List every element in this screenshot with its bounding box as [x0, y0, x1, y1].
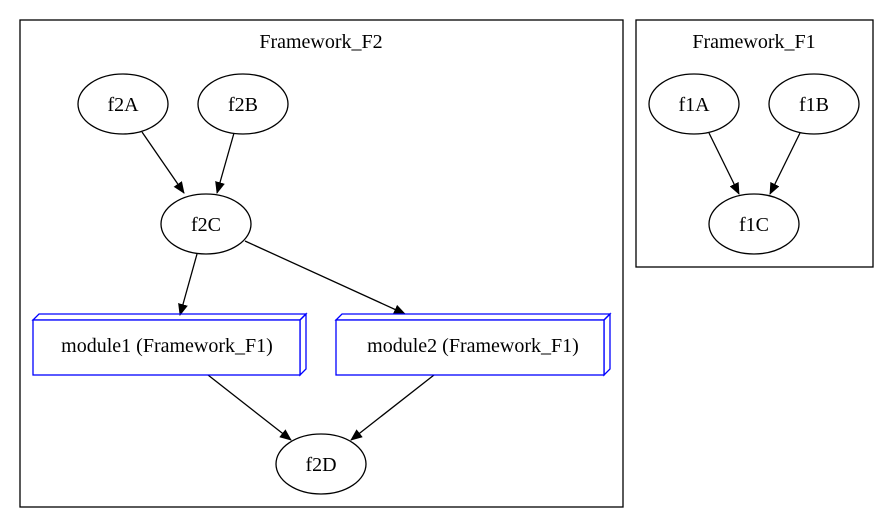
node-label: module2 (Framework_F1) — [367, 335, 579, 357]
edge-module1-f2d — [207, 374, 292, 441]
node-label: f2D — [305, 454, 336, 476]
node-f2d[interactable]: f2D — [275, 433, 367, 495]
cluster-label: Framework_F1 — [692, 31, 815, 53]
node-label: f2B — [228, 94, 258, 116]
node-label: f1A — [678, 94, 710, 116]
node-f1a[interactable]: f1A — [648, 73, 740, 135]
edge-f1a-f1c — [708, 132, 740, 195]
node-label: f1C — [739, 214, 769, 236]
node-label: f2C — [191, 214, 221, 236]
cluster-framework-f1: Framework_F1 — [635, 19, 874, 268]
node-f2a[interactable]: f2A — [77, 73, 169, 135]
node-module2[interactable]: module2 (Framework_F1) — [334, 312, 612, 377]
node-module1[interactable]: module1 (Framework_F1) — [31, 312, 308, 377]
edge-f1b-f1c — [769, 132, 801, 195]
edge-f2c-module2 — [244, 240, 406, 315]
node-label: f1B — [799, 94, 829, 116]
node-f1c[interactable]: f1C — [708, 193, 800, 255]
edge-f2b-f2c — [215, 132, 235, 194]
node-f2b[interactable]: f2B — [197, 73, 289, 135]
node-label: f2A — [107, 94, 139, 116]
edge-module2-f2d — [350, 374, 435, 441]
node-label: module1 (Framework_F1) — [61, 335, 273, 357]
edge-f2a-f2c — [141, 131, 185, 194]
cluster-framework-f2: Framework_F2 — [19, 19, 624, 508]
node-f1b[interactable]: f1B — [768, 73, 860, 135]
edges — [141, 131, 801, 441]
edge-f2c-module1 — [178, 253, 198, 316]
cluster-label: Framework_F2 — [259, 31, 382, 53]
node-f2c[interactable]: f2C — [160, 193, 252, 255]
